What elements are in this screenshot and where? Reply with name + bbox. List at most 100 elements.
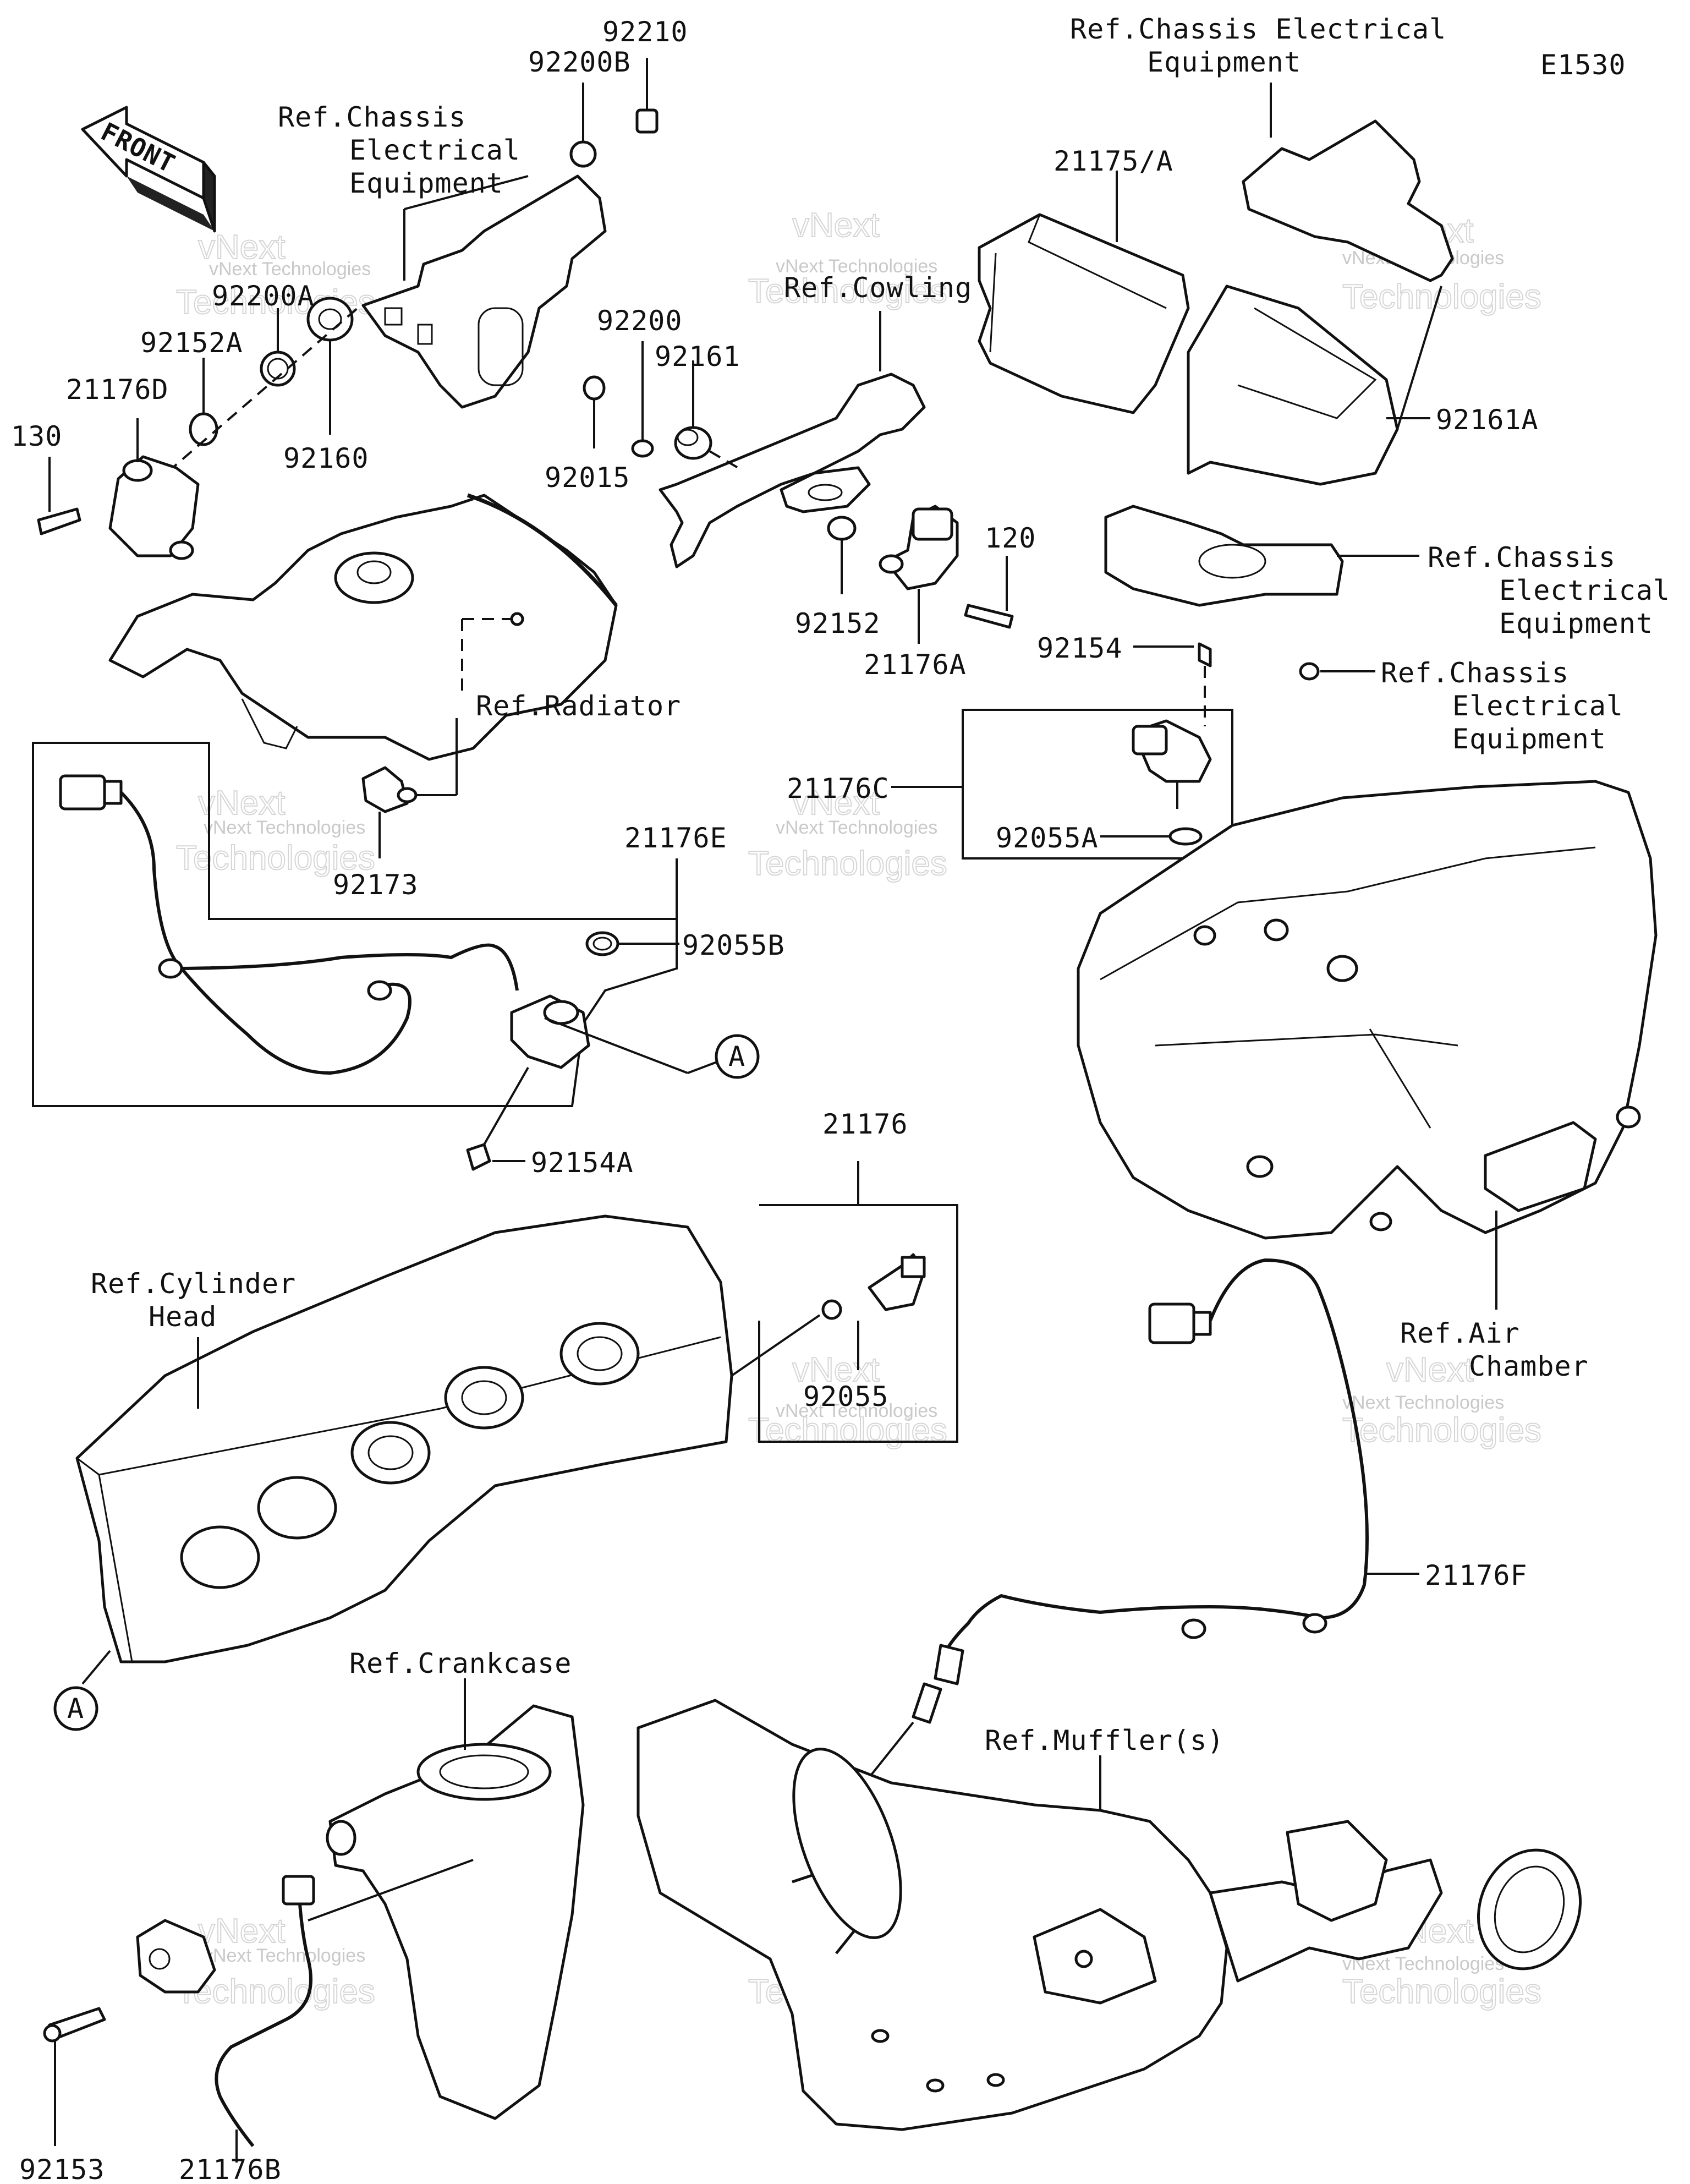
watermark-text: vNext Technologies bbox=[204, 1945, 365, 1966]
label-ref-chassis-3: Ref.Chassis Electrical Equipment bbox=[1381, 657, 1623, 755]
connector-21176B bbox=[282, 1875, 315, 1906]
watermark-text: vNext bbox=[792, 784, 879, 822]
svg-text:Electrical: Electrical bbox=[1452, 690, 1623, 722]
watermark-text: Technologies bbox=[748, 1411, 947, 1449]
label-130: 130 bbox=[11, 420, 62, 452]
oring-92055B bbox=[585, 931, 619, 956]
grommet-92160 bbox=[306, 297, 354, 342]
svg-text:Ref.Cylinder: Ref.Cylinder bbox=[91, 1268, 296, 1300]
watermark-text: vNext Technologies bbox=[1342, 1392, 1504, 1413]
svg-text:Equipment: Equipment bbox=[1147, 46, 1301, 78]
label-92200A: 92200A bbox=[212, 280, 315, 312]
air-chamber: Ref.Air Chamber bbox=[1077, 780, 1658, 1382]
bolt-ref-chassis bbox=[1299, 662, 1320, 681]
connector-21176F bbox=[1148, 1302, 1195, 1344]
collar-92152 bbox=[827, 516, 857, 541]
clip-92173 bbox=[361, 766, 409, 813]
label-callout-a: A bbox=[728, 1041, 745, 1072]
bolt-130 bbox=[37, 507, 81, 535]
label-ref-chassis-1: Ref.Chassis Electrical Equipment bbox=[278, 101, 520, 199]
callout-a-bottom bbox=[53, 1686, 98, 1731]
label-92154A: 92154A bbox=[531, 1147, 634, 1179]
label-92055A: 92055A bbox=[996, 822, 1099, 854]
sensor-21176B-assembly: 21176B 92153 bbox=[19, 1859, 474, 2184]
watermark-text: Technologies bbox=[1342, 278, 1541, 316]
watermark-text: Technologies bbox=[748, 845, 947, 883]
sensor-21176D bbox=[108, 455, 200, 557]
bolt-92154A bbox=[466, 1143, 491, 1171]
label-92152A: 92152A bbox=[140, 327, 243, 359]
label-ref-crankcase: Ref.Crankcase bbox=[349, 1647, 572, 1679]
muffler: Ref.Muffler(s) bbox=[637, 1699, 1582, 2131]
label-92160: 92160 bbox=[283, 442, 369, 474]
muffler-outlet bbox=[1477, 1848, 1582, 1970]
label-ref-cylinder-head: Ref.Cylinder Head bbox=[91, 1268, 296, 1333]
label-21176D: 21176D bbox=[66, 374, 169, 406]
label-21176E: 21176E bbox=[624, 822, 727, 854]
label-ref-radiator: Ref.Radiator bbox=[476, 690, 681, 722]
watermark-12: vNext vNext Technologies Technologies bbox=[1342, 1912, 1542, 2011]
crankcase: Ref.Crankcase bbox=[326, 1647, 585, 2120]
label-ref-cowling: Ref.Cowling bbox=[784, 272, 972, 304]
svg-text:Ref.Chassis: Ref.Chassis bbox=[1428, 541, 1616, 573]
cowling-assembly: Ref.Cowling 92161 92152 21176A 120 bbox=[655, 272, 1035, 681]
svg-text:Head: Head bbox=[149, 1301, 217, 1333]
watermark-text: vNext Technologies bbox=[776, 1400, 937, 1421]
svg-text:Ref.Air: Ref.Air bbox=[1400, 1317, 1520, 1349]
chassis-bracket-top bbox=[1242, 119, 1454, 282]
washer-92055 bbox=[821, 1299, 842, 1320]
watermark-text: vNext Technologies bbox=[209, 259, 371, 280]
air-chamber-body bbox=[1077, 780, 1658, 1240]
oring-92055A bbox=[1168, 827, 1203, 846]
nut-92015 bbox=[583, 375, 606, 401]
label-ref-mufflers: Ref.Muffler(s) bbox=[985, 1725, 1224, 1756]
nut-92210 bbox=[635, 108, 659, 134]
washer-92200 bbox=[631, 439, 654, 458]
label-21176A: 21176A bbox=[864, 649, 967, 681]
watermark-text: vNext Technologies bbox=[776, 256, 937, 277]
label-92153: 92153 bbox=[19, 2154, 105, 2184]
svg-text:Chamber: Chamber bbox=[1469, 1350, 1589, 1382]
ecu-assembly: 21175/A Ref.Chassis Electrical Equipment… bbox=[978, 13, 1670, 755]
label-21176C: 21176C bbox=[787, 773, 890, 804]
watermark-5: vNext vNext Technologies Technologies bbox=[748, 784, 948, 883]
muffler-body bbox=[637, 1699, 1228, 2131]
callout-a-top bbox=[715, 1034, 760, 1079]
watermark-text: vNext bbox=[792, 206, 879, 244]
svg-text:Equipment: Equipment bbox=[349, 167, 503, 199]
svg-text:Ref.Chassis Electrical: Ref.Chassis Electrical bbox=[1070, 13, 1446, 45]
watermark-text: vNext bbox=[198, 228, 285, 266]
ecu-21175A bbox=[978, 213, 1190, 414]
svg-text:Ref.Chassis: Ref.Chassis bbox=[1381, 657, 1569, 689]
label-92055: 92055 bbox=[803, 1381, 889, 1413]
label-92200B: 92200B bbox=[528, 46, 631, 78]
watermark-8: vNext vNext Technologies Technologies bbox=[748, 1350, 948, 1450]
connector-21176E bbox=[59, 774, 106, 811]
washer-92200B bbox=[569, 140, 597, 168]
watermark-text: Technologies bbox=[1342, 1973, 1541, 2011]
watermark-text: vNext Technologies bbox=[776, 817, 937, 838]
label-92152: 92152 bbox=[795, 607, 881, 639]
label-92161A: 92161A bbox=[1436, 404, 1539, 436]
front-arrow-icon: FRONT bbox=[81, 106, 216, 233]
sensor-21176B bbox=[136, 1919, 216, 1994]
svg-text:Ref.Chassis: Ref.Chassis bbox=[278, 101, 466, 133]
label-ref-air-chamber: Ref.Air Chamber bbox=[1400, 1317, 1589, 1382]
label-21176: 21176 bbox=[822, 1108, 908, 1140]
sensor-21176F bbox=[912, 1682, 942, 1724]
sensor-21176E-box: 21176E 92055B A 92154A bbox=[32, 742, 784, 1179]
label-92154: 92154 bbox=[1037, 632, 1123, 664]
cylinder-head: Ref.Cylinder Head A bbox=[53, 1214, 821, 1731]
washer-92200A bbox=[260, 351, 296, 387]
watermark-text: vNext bbox=[792, 1351, 879, 1389]
watermark-9: vNext vNext Technologies Technologies bbox=[1342, 1350, 1542, 1450]
label-92200: 92200 bbox=[597, 305, 683, 337]
svg-text:Electrical: Electrical bbox=[349, 134, 520, 166]
label-92173: 92173 bbox=[333, 869, 419, 901]
top-left-assembly: 92210 92200B Ref.Chassis Electrical Equi… bbox=[11, 16, 688, 560]
svg-text:Equipment: Equipment bbox=[1452, 723, 1606, 755]
svg-text:Equipment: Equipment bbox=[1499, 607, 1653, 639]
label-92161: 92161 bbox=[655, 341, 740, 373]
cowling-bracket bbox=[659, 373, 926, 568]
